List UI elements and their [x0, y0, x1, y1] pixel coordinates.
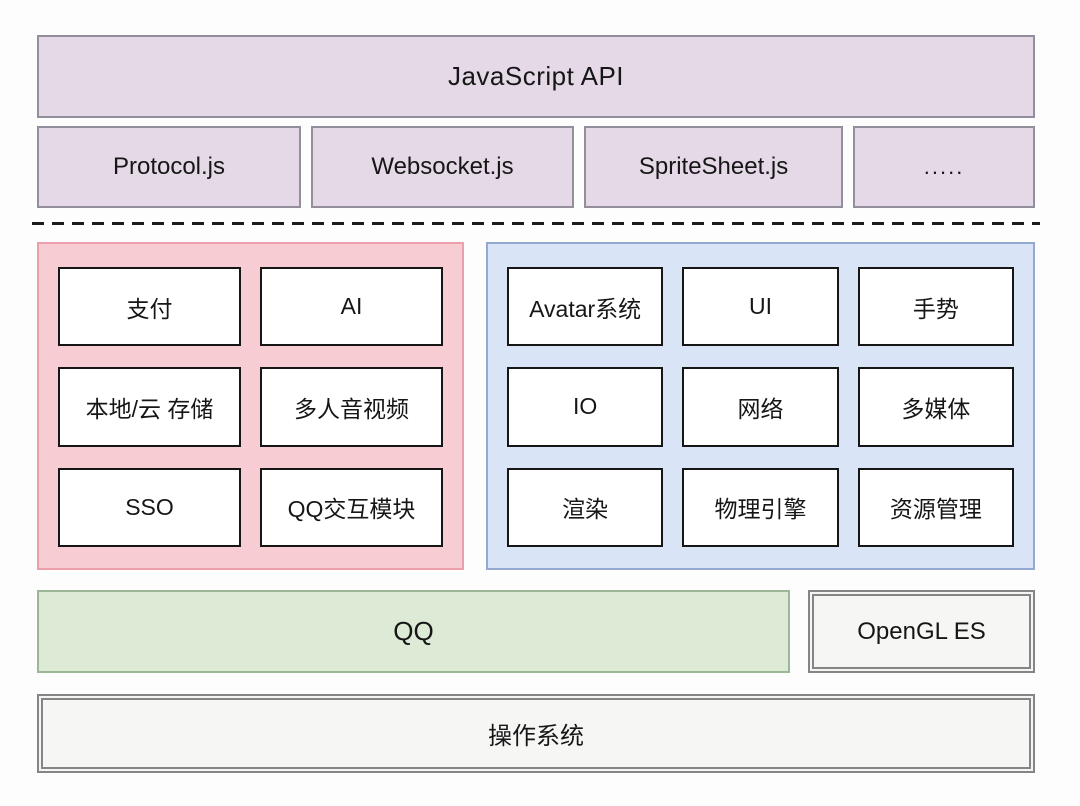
cell-network: 网络	[682, 367, 839, 447]
cell-payment: 支付	[58, 267, 241, 347]
cell-io: IO	[507, 367, 664, 447]
cell-label: 资源管理	[889, 496, 982, 523]
module-label: Websocket.js	[371, 153, 514, 180]
javascript-api-layer: JavaScript API	[37, 35, 1035, 118]
cell-ai: AI	[260, 267, 443, 347]
engine-modules-panel: Avatar系统 UI 手势 IO 网络 多媒体 渲染 物理引擎	[486, 242, 1035, 570]
cell-label: IO	[573, 393, 598, 420]
cell-local-cloud-storage: 本地/云 存储	[58, 367, 241, 447]
cell-label: AI	[340, 293, 363, 320]
operating-system-inner: 操作系统	[41, 698, 1031, 769]
module-box-websocket-js: Websocket.js	[310, 126, 574, 208]
module-box-protocol-js: Protocol.js	[37, 126, 301, 208]
javascript-api-label: JavaScript API	[447, 61, 625, 91]
module-box-ellipsis: .....	[853, 126, 1035, 208]
opengl-es-label: OpenGL ES	[857, 617, 986, 645]
js-module-row: Protocol.js Websocket.js SpriteSheet.js …	[37, 126, 1035, 208]
cell-label: SSO	[125, 493, 174, 520]
cell-rendering: 渲染	[507, 467, 664, 547]
cell-multi-user-av: 多人音视频	[260, 367, 443, 447]
cell-physics-engine: 物理引擎	[682, 467, 839, 547]
client-modules-panel: 支付 AI 本地/云 存储 多人音视频 SSO QQ交互模块	[37, 242, 464, 570]
cell-label: Avatar系统	[529, 295, 642, 322]
cell-avatar-system: Avatar系统	[507, 267, 664, 347]
dashed-divider	[32, 222, 1040, 225]
cell-sso: SSO	[58, 467, 241, 547]
qq-layer: QQ	[37, 590, 790, 673]
qq-label: QQ	[393, 616, 434, 646]
cell-label: 渲染	[562, 496, 609, 523]
module-label: .....	[923, 154, 965, 179]
cell-label: 手势	[912, 295, 959, 322]
cell-label: 网络	[737, 395, 784, 422]
native-layer: 支付 AI 本地/云 存储 多人音视频 SSO QQ交互模块 Avatar系统	[37, 242, 1035, 570]
cell-label: QQ交互模块	[287, 496, 416, 523]
module-label: SpriteSheet.js	[638, 153, 789, 180]
cell-label: 本地/云 存储	[85, 395, 214, 422]
opengl-es-inner: OpenGL ES	[812, 594, 1031, 669]
cell-qq-interaction-module: QQ交互模块	[260, 467, 443, 547]
cell-label: 支付	[126, 295, 173, 322]
operating-system-layer: 操作系统	[37, 694, 1035, 773]
opengl-es-box: OpenGL ES	[808, 590, 1035, 673]
module-box-spritesheet-js: SpriteSheet.js	[584, 126, 844, 208]
cell-label: 多媒体	[901, 395, 971, 422]
cell-multimedia: 多媒体	[857, 367, 1014, 447]
operating-system-label: 操作系统	[488, 723, 584, 750]
cell-label: 多人音视频	[294, 395, 409, 422]
cell-ui: UI	[682, 267, 839, 347]
module-label: Protocol.js	[112, 153, 226, 180]
cell-resource-management: 资源管理	[857, 467, 1014, 547]
cell-label: UI	[748, 293, 772, 320]
cell-label: 物理引擎	[714, 496, 807, 523]
cell-gesture: 手势	[857, 267, 1014, 347]
runtime-layer: QQ OpenGL ES	[37, 590, 1035, 673]
